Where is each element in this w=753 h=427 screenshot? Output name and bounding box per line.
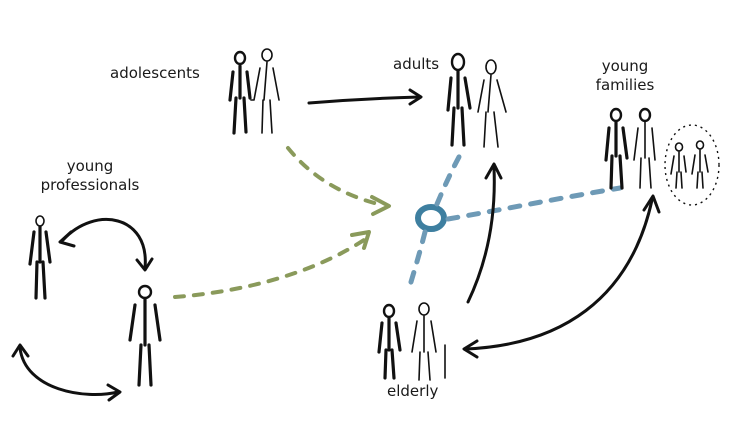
professionals-cycle-bottom-arrow [18, 346, 120, 396]
elderly-to-adults-arrow [466, 166, 496, 304]
adolescents-to-hub-link [286, 146, 384, 207]
hub-node [415, 204, 447, 232]
young-professionals-label-line1: young [66, 157, 114, 175]
young-families-end-arrowhead [642, 194, 661, 214]
elderly-end-arrowhead [462, 339, 479, 359]
hub-to-adults-link [434, 152, 463, 207]
young-families-label-line1: young [601, 57, 649, 75]
professionals-cycle-bottom-head-a [11, 343, 30, 358]
professionals-cycle-top-head-a [58, 230, 76, 248]
professionals-cycle-top-head-b [135, 257, 154, 272]
blue-connectors [405, 152, 623, 295]
adults-label: adults [393, 55, 440, 73]
hub-to-elderly-link [405, 229, 428, 295]
solid-arrows [11, 88, 661, 402]
adolescents-figures [228, 48, 280, 135]
elderly-to-adults-arrowhead [484, 162, 503, 180]
young-professionals-figures [28, 215, 162, 387]
elderly-young-families-arrow [464, 198, 654, 351]
professionals-cycle-bottom-head-b [106, 383, 122, 402]
elderly-label: elderly [387, 382, 439, 400]
young-professionals-label-line2: professionals [40, 176, 140, 194]
young-families-label: young families [580, 57, 670, 95]
young-professionals-label: young professionals [25, 157, 155, 195]
professionals-to-hub-arrowhead [350, 230, 371, 250]
green-connectors [173, 146, 391, 299]
adults-figures [446, 52, 507, 148]
adolescents-to-hub-arrowhead [370, 195, 391, 216]
young-families-figures [604, 107, 720, 206]
professionals-cycle-top-arrow [61, 217, 147, 270]
elderly-figures [377, 302, 446, 381]
adolescents-label: adolescents [110, 64, 200, 82]
adolescents-to-adults-arrowhead [408, 88, 423, 106]
adolescents-to-adults-arrow [307, 95, 422, 105]
young-families-label-line2: families [595, 76, 655, 94]
professionals-to-hub-link [173, 238, 366, 299]
hub-to-young-families-link [445, 185, 623, 222]
